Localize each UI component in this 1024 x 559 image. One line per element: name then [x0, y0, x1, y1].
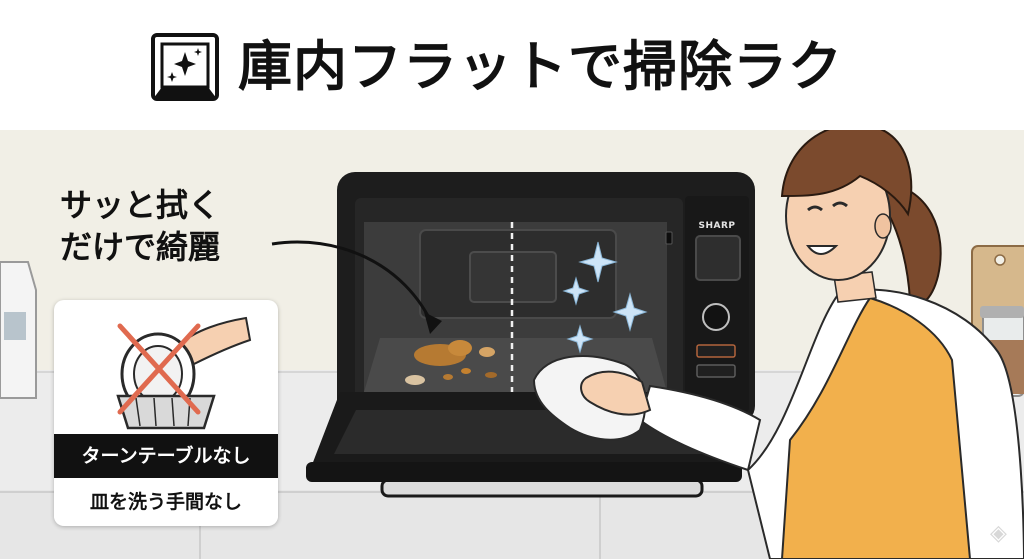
- paper-bag: [0, 261, 37, 399]
- arrow-icon: [271, 240, 436, 329]
- callout-text: サッと拭く だけで綺麗: [60, 184, 220, 268]
- sparkle-icon: [562, 241, 648, 354]
- cross-icon: [117, 323, 201, 415]
- food-stains: [405, 340, 497, 385]
- flat-oven-interior-icon: [151, 33, 219, 101]
- page-title: 庫内フラットで掃除ラク: [238, 35, 843, 98]
- brand-logo: SHARP: [698, 221, 736, 231]
- svg-text:◈: ◈: [990, 521, 1007, 546]
- callout-line-1: サッと拭く: [60, 186, 221, 224]
- woman-illustration: [532, 130, 1024, 559]
- header-banner: 庫内フラットで掃除ラク: [0, 0, 1024, 130]
- no-dish-washing-label: 皿を洗う手間なし: [54, 480, 278, 524]
- no-turntable-label: ターンテーブルなし: [54, 434, 278, 478]
- microwave: [306, 172, 755, 498]
- feature-card: ターンテーブルなし 皿を洗う手間なし: [54, 300, 278, 526]
- callout-line-2: だけで綺麗: [60, 228, 221, 266]
- no-turntable-plate-icon: [116, 316, 252, 430]
